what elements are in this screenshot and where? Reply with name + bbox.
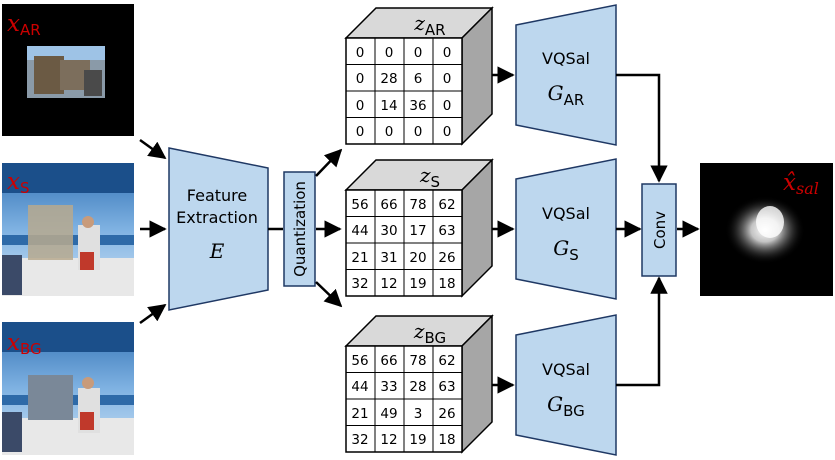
grid-cell: 32 bbox=[351, 276, 368, 292]
grid-cell: 33 bbox=[380, 379, 397, 395]
output-label: x̂sal bbox=[783, 170, 819, 198]
arrow-quant-to-zar bbox=[315, 148, 343, 177]
feature-extraction-line1: Feature bbox=[187, 186, 247, 205]
quantization-label: Quantization bbox=[291, 181, 309, 277]
grid-cell: 56 bbox=[351, 353, 368, 369]
grid-cell: 0 bbox=[443, 98, 452, 114]
grid-cell: 12 bbox=[380, 276, 397, 292]
grid-cell: 0 bbox=[385, 124, 394, 140]
codebook-label-ar: zAR bbox=[413, 11, 445, 39]
arrow-gbg-to-conv bbox=[616, 276, 668, 387]
codebook-cube-s bbox=[344, 158, 494, 298]
grid-cell: 0 bbox=[356, 71, 365, 87]
grid-cell: 66 bbox=[380, 353, 397, 369]
decoder-block-ar bbox=[515, 4, 617, 146]
grid-cell: 31 bbox=[380, 250, 397, 266]
decoder-symbol-ar: GAR bbox=[548, 81, 585, 109]
grid-cell: 26 bbox=[438, 406, 455, 422]
arrow-ar-to-fe bbox=[139, 138, 167, 160]
grid-cell: 26 bbox=[438, 250, 455, 266]
grid-cell: 6 bbox=[414, 71, 423, 87]
codebook-cube-bg bbox=[344, 314, 494, 454]
grid-cell: 49 bbox=[380, 406, 397, 422]
arrow-quant-to-zbg bbox=[315, 281, 343, 308]
input-image-s bbox=[2, 163, 134, 296]
grid-cell: 32 bbox=[351, 432, 368, 448]
input-image-ar bbox=[2, 4, 134, 136]
grid-cell: 12 bbox=[380, 432, 397, 448]
grid-cell: 0 bbox=[443, 124, 452, 140]
grid-cell: 28 bbox=[409, 379, 426, 395]
grid-cell: 78 bbox=[409, 197, 426, 213]
grid-cell: 66 bbox=[380, 197, 397, 213]
grid-cell: 0 bbox=[385, 45, 394, 61]
codebook-label-s: zS bbox=[419, 163, 440, 191]
grid-cell: 0 bbox=[356, 45, 365, 61]
grid-cell: 62 bbox=[438, 197, 455, 213]
grid-cell: 0 bbox=[356, 124, 365, 140]
feature-extraction-block bbox=[168, 147, 269, 311]
input-label-bg: xBG bbox=[7, 330, 42, 358]
quantization-block bbox=[283, 171, 316, 287]
codebook-grid-ar: 0 0 0 0 0 28 6 0 0 14 36 0 0 0 0 0 bbox=[356, 45, 452, 140]
grid-cell: 0 bbox=[443, 71, 452, 87]
decoder-label-bg: VQSal bbox=[542, 360, 590, 379]
input-image-bg bbox=[2, 322, 134, 455]
codebook-label-bg: zBG bbox=[413, 319, 446, 347]
grid-cell: 0 bbox=[414, 45, 423, 61]
conv-label: Conv bbox=[651, 211, 669, 249]
grid-cell: 63 bbox=[438, 223, 455, 239]
decoder-symbol-s: GS bbox=[553, 236, 579, 264]
grid-cell: 0 bbox=[443, 45, 452, 61]
grid-cell: 78 bbox=[409, 353, 426, 369]
grid-cell: 3 bbox=[414, 406, 423, 422]
decoder-block-bg bbox=[515, 314, 617, 456]
grid-cell: 18 bbox=[438, 432, 455, 448]
arrow-gar-to-conv bbox=[616, 73, 668, 183]
grid-cell: 28 bbox=[380, 71, 397, 87]
codebook-grid-bg: 56 66 78 62 44 33 28 63 21 49 3 26 32 12… bbox=[351, 353, 455, 448]
grid-cell: 62 bbox=[438, 353, 455, 369]
grid-cell: 63 bbox=[438, 379, 455, 395]
grid-cell: 14 bbox=[380, 98, 397, 114]
conv-block bbox=[641, 183, 677, 277]
decoder-label-s: VQSal bbox=[542, 204, 590, 223]
arrow-bg-to-fe bbox=[139, 303, 167, 325]
output-saliency-map bbox=[700, 163, 833, 296]
grid-cell: 21 bbox=[351, 406, 368, 422]
feature-extraction-symbol: E bbox=[209, 239, 225, 263]
grid-cell: 21 bbox=[351, 250, 368, 266]
grid-cell: 18 bbox=[438, 276, 455, 292]
decoder-label-ar: VQSal bbox=[542, 49, 590, 68]
grid-cell: 56 bbox=[351, 197, 368, 213]
input-label-s: xS bbox=[7, 169, 30, 197]
grid-cell: 19 bbox=[409, 432, 426, 448]
grid-cell: 36 bbox=[409, 98, 426, 114]
grid-cell: 0 bbox=[356, 98, 365, 114]
grid-cell: 44 bbox=[351, 223, 368, 239]
feature-extraction-line2: Extraction bbox=[176, 208, 258, 227]
input-label-ar: xAR bbox=[7, 11, 41, 39]
grid-cell: 19 bbox=[409, 276, 426, 292]
codebook-cube-ar bbox=[344, 6, 494, 146]
grid-cell: 20 bbox=[409, 250, 426, 266]
codebook-grid-s: 56 66 78 62 44 30 17 63 21 31 20 26 32 1… bbox=[351, 197, 455, 292]
grid-cell: 17 bbox=[409, 223, 426, 239]
grid-cell: 0 bbox=[414, 124, 423, 140]
decoder-block-s bbox=[515, 158, 617, 300]
grid-cell: 30 bbox=[380, 223, 397, 239]
grid-cell: 44 bbox=[351, 379, 368, 395]
decoder-symbol-bg: GBG bbox=[547, 392, 585, 420]
